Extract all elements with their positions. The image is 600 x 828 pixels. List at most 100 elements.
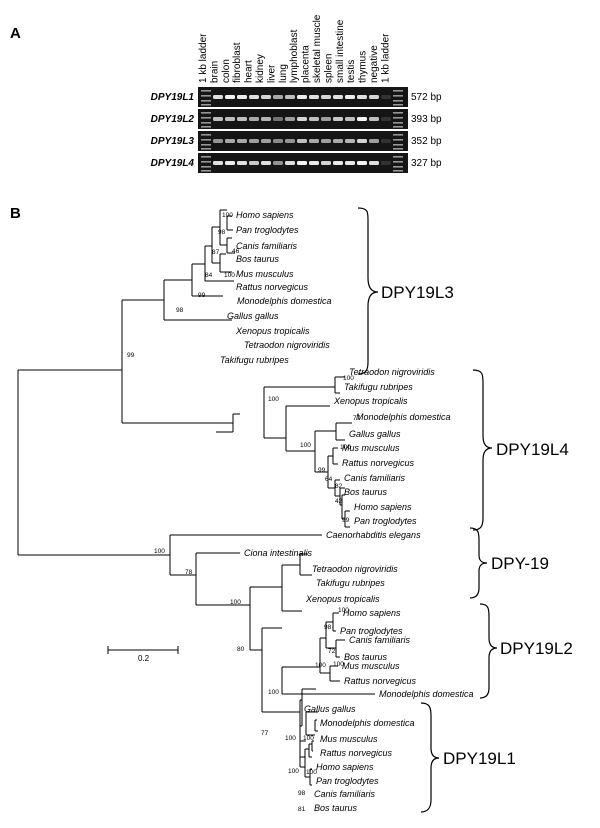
brace-dpy19l1 <box>420 702 440 813</box>
gel-ladder-band <box>201 139 211 141</box>
gel-lane-label: placenta <box>301 45 312 83</box>
gel-band <box>249 139 259 143</box>
gel-band <box>213 95 223 99</box>
taxon-label: Homo sapiens <box>316 762 374 772</box>
bootstrap-value: 100 <box>268 396 279 403</box>
gel-band <box>285 139 295 143</box>
brace-dpy19l4 <box>472 369 493 531</box>
gel-band <box>333 161 343 165</box>
taxon-label: Gallus gallus <box>349 429 401 439</box>
bootstrap-value: 100 <box>303 735 314 742</box>
scale-bar: 0.2 <box>107 646 179 663</box>
bootstrap-value: 98 <box>218 229 226 236</box>
gel-ladder-band <box>201 95 211 97</box>
taxon-label: Tetraodon nigroviridis <box>312 564 398 574</box>
gel-ladder-band <box>201 100 211 102</box>
taxon-label: Mus musculus <box>320 734 378 744</box>
gel-lane-label: liver <box>266 64 277 83</box>
gel-band <box>225 139 235 143</box>
gel-band <box>381 117 391 121</box>
gel-band <box>273 161 283 165</box>
gel-ladder-band <box>201 134 211 136</box>
gel-band <box>381 95 391 99</box>
taxon-label: Canis familiaris <box>314 789 376 799</box>
gel-band <box>249 95 259 99</box>
gel-image <box>198 87 408 173</box>
bootstrap-value: 77 <box>261 730 269 737</box>
gel-ladder-band <box>393 104 403 106</box>
gel-band <box>297 95 307 99</box>
gel-band <box>333 139 343 143</box>
gel-band <box>333 95 343 99</box>
taxon-label: Monodelphis domestica <box>379 689 474 699</box>
taxon-label: Canis familiaris <box>344 473 406 483</box>
gel-band <box>225 95 235 99</box>
gel-band <box>225 117 235 121</box>
gel-band <box>321 161 331 165</box>
bootstrap-value: 100 <box>268 689 279 696</box>
gel-ladder-band <box>201 170 211 172</box>
taxon-label: Takifugu rubripes <box>316 578 385 588</box>
gel-lane-label: fibroblast <box>232 42 243 83</box>
taxon-label: Rattus norvegicus <box>320 748 393 758</box>
bootstrap-value: 98 <box>324 624 332 631</box>
gel-gene-label: DPY19L3 <box>151 136 195 147</box>
taxon-label: Rattus norvegicus <box>342 458 415 468</box>
gel-band <box>357 139 367 143</box>
gel-band <box>357 161 367 165</box>
bootstrap-value: 100 <box>333 661 344 668</box>
taxon-label: Tetraodon nigroviridis <box>349 367 435 377</box>
gel-lane-label: thymus <box>358 51 369 83</box>
bootstrap-value: 87 <box>212 249 220 256</box>
taxon-label: Xenopus tropicalis <box>235 326 310 336</box>
gel-band <box>357 117 367 121</box>
taxon-label: Pan troglodytes <box>354 516 417 526</box>
gel-band <box>273 117 283 121</box>
gel-size-label: 572 bp <box>411 92 442 103</box>
gel-gene-label: DPY19L1 <box>151 92 195 103</box>
gel-ladder-band <box>393 100 403 102</box>
gel-band <box>321 117 331 121</box>
taxon-label: Bos taurus <box>236 254 280 264</box>
bootstrap-value: 42 <box>335 498 343 505</box>
gel-band <box>297 139 307 143</box>
clade-label-dpy19l3: DPY19L3 <box>381 283 454 302</box>
gel-size-label: 352 bp <box>411 136 442 147</box>
gel-ladder-band <box>201 166 211 168</box>
taxon-label: Gallus gallus <box>304 704 356 714</box>
panel-a-label: A <box>10 25 21 42</box>
gel-ladder-band <box>393 112 403 114</box>
taxon-label: Homo sapiens <box>343 608 401 618</box>
bootstrap-value: 100 <box>230 599 241 606</box>
bootstrap-value: 98 <box>176 307 184 314</box>
gel-band <box>309 161 319 165</box>
gel-band <box>237 139 247 143</box>
brace-dpy19l3 <box>357 207 379 375</box>
gel-band <box>321 95 331 99</box>
gel-gene-label: DPY19L4 <box>151 158 195 169</box>
gel-ladder-band <box>201 112 211 114</box>
clade-label-dpy19l2: DPY19L2 <box>500 639 573 658</box>
phylogenetic-tree <box>17 209 375 786</box>
gel-lane-label: colon <box>221 59 232 83</box>
gel-band <box>249 161 259 165</box>
bootstrap-value: 98 <box>298 790 306 797</box>
taxon-label: Rattus norvegicus <box>344 676 417 686</box>
gel-ladder-band <box>201 156 211 158</box>
panel-b-label: B <box>10 205 21 222</box>
gel-band <box>261 161 271 165</box>
gel-band <box>369 139 379 143</box>
bootstrap-value: 82 <box>335 483 343 490</box>
bootstrap-value: 100 <box>343 375 354 382</box>
taxon-label: Monodelphis domestica <box>356 412 451 422</box>
bootstrap-value: 80 <box>237 646 245 653</box>
gel-ladder-band <box>201 122 211 124</box>
taxon-label: Pan troglodytes <box>236 225 299 235</box>
gel-ladder-band <box>393 148 403 150</box>
gel-band <box>369 95 379 99</box>
gel-band <box>285 161 295 165</box>
bootstrap-value: 77 <box>353 415 361 422</box>
scale-bar-label: 0.2 <box>138 654 150 663</box>
